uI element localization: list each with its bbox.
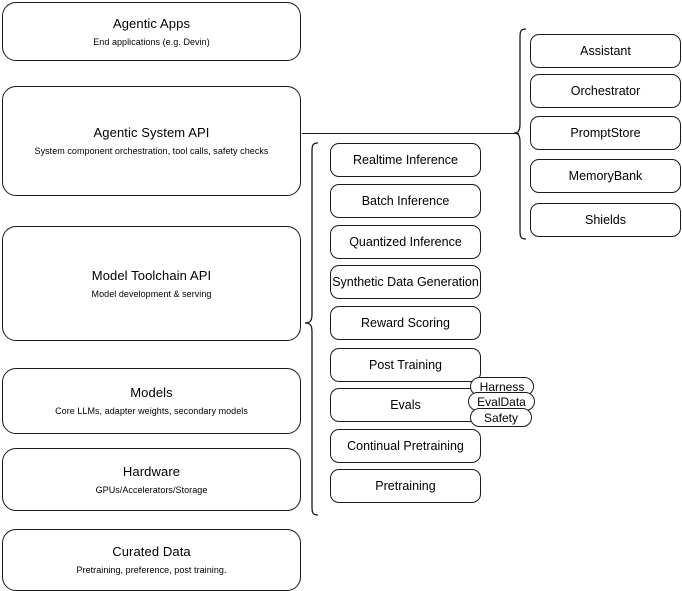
brace-toolchain-capabilities [303, 142, 319, 516]
evals-badge-label: Harness [479, 379, 525, 394]
capability-continual-pretraining[interactable]: Continual Pretraining [330, 429, 481, 463]
component-assistant[interactable]: Assistant [530, 34, 681, 68]
capability-label: Quantized Inference [349, 235, 462, 249]
layer-title: Curated Data [112, 544, 191, 559]
capability-reward-scoring[interactable]: Reward Scoring [330, 306, 481, 340]
layer-subtitle: GPUs/Accelerators/Storage [95, 484, 208, 495]
layer-title: Hardware [122, 463, 181, 479]
layer-subtitle: End applications (e.g. Devin) [93, 36, 210, 47]
capability-label: Synthetic Data Generation [332, 275, 479, 289]
capability-evals[interactable]: Evals [330, 388, 481, 422]
capability-synthetic-data-generation[interactable]: Synthetic Data Generation [330, 265, 481, 299]
capability-label: Continual Pretraining [347, 439, 464, 453]
layer-agentic-system-api[interactable]: Agentic System API System component orch… [2, 86, 301, 196]
layer-title: Agentic System API [93, 125, 210, 140]
layer-hardware[interactable]: Hardware GPUs/Accelerators/Storage [2, 448, 301, 511]
capability-label: Reward Scoring [361, 316, 450, 330]
component-label: Assistant [580, 44, 631, 58]
component-shields[interactable]: Shields [530, 203, 681, 237]
layer-subtitle: System component orchestration, tool cal… [34, 146, 269, 156]
capability-post-training[interactable]: Post Training [330, 348, 481, 382]
layer-models[interactable]: Models Core LLMs, adapter weights, secon… [2, 368, 301, 434]
capability-label: Pretraining [375, 479, 436, 493]
component-memorybank[interactable]: MemoryBank [530, 159, 681, 193]
layer-title: Model Toolchain API [91, 267, 212, 283]
layer-curated-data[interactable]: Curated Data Pretraining, preference, po… [2, 529, 301, 591]
capability-label: Realtime Inference [353, 153, 458, 167]
capability-quantized-inference[interactable]: Quantized Inference [330, 225, 481, 259]
evals-badge-safety[interactable]: Safety [470, 408, 532, 427]
brace-system-components [513, 28, 527, 240]
component-orchestrator[interactable]: Orchestrator [530, 74, 681, 108]
capability-label: Batch Inference [361, 194, 450, 208]
layer-title: Models [130, 385, 173, 400]
capability-realtime-inference[interactable]: Realtime Inference [330, 143, 481, 177]
layer-agentic-apps[interactable]: Agentic Apps End applications (e.g. Devi… [2, 2, 301, 61]
capability-batch-inference[interactable]: Batch Inference [330, 184, 481, 218]
evals-badge-label: EvalData [477, 394, 526, 409]
capability-label: Evals [390, 398, 421, 412]
component-label: Shields [585, 213, 626, 227]
evals-badge-evaldata[interactable]: EvalData [468, 392, 535, 411]
layer-subtitle: Pretraining, preference, post training. [76, 565, 227, 575]
component-promptstore[interactable]: PromptStore [530, 116, 681, 150]
capability-label: Post Training [369, 358, 442, 372]
component-label: PromptStore [570, 126, 641, 140]
layer-subtitle: Core LLMs, adapter weights, secondary mo… [55, 406, 248, 416]
layer-subtitle: Model development & serving [91, 288, 212, 299]
capability-pretraining[interactable]: Pretraining [330, 469, 481, 503]
layer-title: Agentic Apps [112, 15, 191, 31]
component-label: MemoryBank [568, 169, 643, 183]
component-label: Orchestrator [570, 84, 641, 98]
layer-model-toolchain-api[interactable]: Model Toolchain API Model development & … [2, 226, 301, 341]
evals-badge-label: Safety [483, 410, 519, 425]
connector-system-api-to-components [302, 133, 519, 134]
